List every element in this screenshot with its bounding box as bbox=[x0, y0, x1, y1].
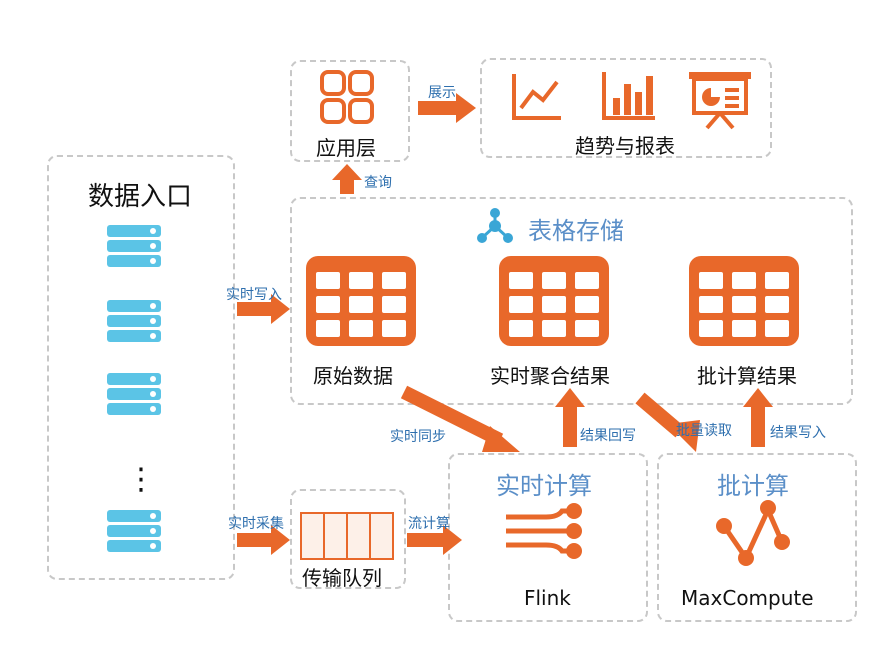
arrow-label-result-write: 结果写入 bbox=[770, 425, 826, 441]
arrow-batch-read bbox=[635, 392, 700, 452]
queue-icon bbox=[300, 512, 394, 560]
trends-label: 趋势与报表 bbox=[575, 134, 675, 158]
trends-box bbox=[480, 58, 772, 158]
arrow-label-realtime-sync: 实时同步 bbox=[390, 429, 446, 445]
server-icon bbox=[107, 510, 161, 552]
table-storage-title: 表格存储 bbox=[528, 217, 624, 245]
ellipsis: ⋮ bbox=[126, 462, 156, 497]
arrow-label-result-writeback: 结果回写 bbox=[580, 428, 636, 444]
server-icon bbox=[107, 300, 161, 342]
server-icon bbox=[107, 225, 161, 267]
flink-pipeline-icon bbox=[506, 503, 582, 559]
server-icons bbox=[107, 225, 161, 552]
app-layer-box bbox=[290, 60, 410, 162]
arrow-realtime-write bbox=[237, 294, 290, 324]
table-label-realtime: 实时聚合结果 bbox=[490, 364, 610, 388]
arrow-label-stream-compute: 流计算 bbox=[408, 516, 450, 532]
arrow-realtime-collect bbox=[237, 525, 290, 555]
arrow-query bbox=[332, 164, 362, 194]
bar-chart-icon bbox=[602, 72, 655, 120]
arrow-label-realtime-collect: 实时采集 bbox=[228, 516, 284, 532]
app-layer-label: 应用层 bbox=[316, 136, 376, 160]
table-grid-icon bbox=[306, 256, 416, 346]
table-label-raw: 原始数据 bbox=[313, 364, 393, 388]
table-grid-icon bbox=[499, 256, 609, 346]
arrow-label-display: 展示 bbox=[428, 85, 456, 101]
arrow-label-realtime-write: 实时写入 bbox=[226, 287, 282, 303]
data-entry-panel bbox=[47, 155, 235, 580]
table-label-batch: 批计算结果 bbox=[697, 364, 797, 388]
presentation-board-icon bbox=[689, 72, 751, 130]
arrow-realtime-sync bbox=[400, 385, 520, 452]
network-hub-icon bbox=[477, 208, 513, 243]
arrow-label-query: 查询 bbox=[364, 175, 392, 191]
maxcompute-label: MaxCompute bbox=[681, 586, 814, 610]
grid-apps-icon bbox=[320, 70, 374, 124]
transport-queue-box bbox=[290, 489, 406, 589]
arrow-result-writeback bbox=[555, 388, 585, 447]
arrow-result-write bbox=[743, 388, 773, 447]
batch-compute-title: 批计算 bbox=[717, 472, 789, 500]
arrow-display bbox=[418, 93, 476, 123]
table-grid-icon bbox=[689, 256, 799, 346]
server-icon bbox=[107, 373, 161, 415]
transport-queue-label: 传输队列 bbox=[302, 566, 382, 590]
flink-label: Flink bbox=[524, 586, 571, 610]
maxcompute-graph-icon bbox=[716, 500, 790, 566]
realtime-compute-title: 实时计算 bbox=[496, 472, 592, 500]
data-entry-title: 数据入口 bbox=[88, 182, 193, 212]
arrow-stream-compute bbox=[407, 525, 462, 555]
batch-compute-box bbox=[657, 453, 857, 622]
line-chart-icon bbox=[512, 74, 561, 120]
arrow-label-batch-read: 批量读取 bbox=[676, 423, 732, 439]
